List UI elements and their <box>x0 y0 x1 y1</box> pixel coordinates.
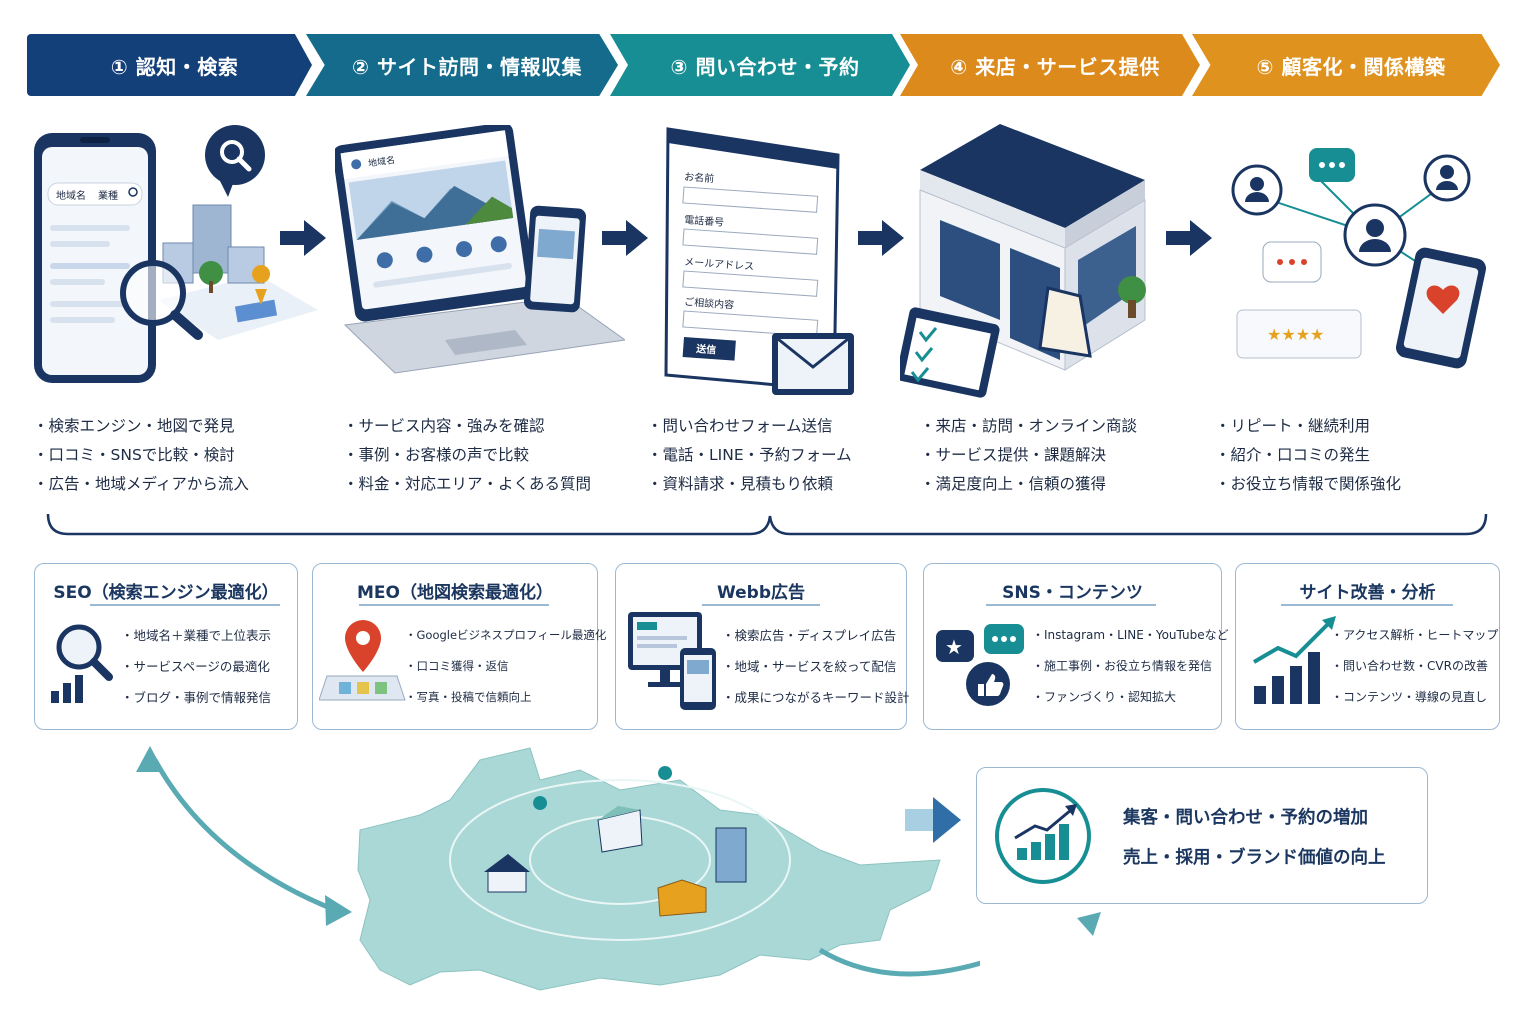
search-field-text-2: 業種 <box>98 189 118 202</box>
card-site-improvement: サイト改善・分析 アクセス解析・ヒートマップ 問い合わせ数・CVRの改善 コンテ… <box>1235 563 1500 730</box>
card-title: Webb広告 <box>716 583 805 603</box>
bullet-item: 紹介・口コミの発生 <box>1215 441 1401 470</box>
phone-search-illustration: 地域名 業種 <box>34 125 318 383</box>
card-sns: SNS・コンテンツ ★ Instagram・LINE・YouTubeなど 施工事… <box>923 563 1229 730</box>
bullets-step-3: 問い合わせフォーム送信 電話・LINE・予約フォーム 資料請求・見積もり依頼 <box>647 412 852 499</box>
flow-arrow-1-icon <box>280 220 326 256</box>
bullets-step-2: サービス内容・強みを確認 事例・お客様の声で比較 料金・対応エリア・よくある質問 <box>343 412 592 499</box>
social-bubbles-icon: ★ <box>936 624 1024 706</box>
laptop-website-illustration: 地域名 <box>335 125 625 374</box>
card-item: ブログ・事例で情報発信 <box>121 682 272 713</box>
card-item: コンテンツ・導線の見直し <box>1331 682 1498 713</box>
bullet-item: サービス内容・強みを確認 <box>343 412 591 441</box>
bullet-item: 口コミ・SNSで比較・検討 <box>33 441 249 470</box>
regional-map-illustration <box>136 746 980 991</box>
card-item: 施工事例・お役立ち情報を発信 <box>1032 651 1229 682</box>
magnifier-chart-icon <box>51 624 113 703</box>
search-field-text: 地域名 <box>56 189 86 202</box>
card-title: MEO（地図検索最適化） <box>357 583 553 603</box>
card-item: 地域名＋業種で上位表示 <box>121 620 272 651</box>
site-header-text: 地域名 <box>367 154 395 170</box>
bullets-step-5: リピート・継続利用 紹介・口コミの発生 お役立ち情報で関係強化 <box>1215 412 1402 499</box>
growth-circle-icon <box>995 788 1091 884</box>
card-item: 地域・サービスを絞って配信 <box>722 651 910 682</box>
card-item: 写真・投稿で信頼向上 <box>405 682 606 713</box>
step-2-site-visit: ② サイト訪問・情報収集 <box>306 34 618 96</box>
form-field-message: ご相談内容 <box>684 295 735 311</box>
card-seo: SEO（検索エンジン最適化） 地域名＋業種で上位表示 サービスページの最適化 ブ… <box>34 563 298 730</box>
bullets-step-4: 来店・訪問・オンライン商談 サービス提供・課題解決 満足度向上・信頼の獲得 <box>920 412 1138 499</box>
form-field-name: お名前 <box>684 170 715 185</box>
map-pin-icon <box>319 620 406 701</box>
bullet-item: サービス提供・課題解決 <box>920 441 1137 470</box>
card-item: 検索広告・ディスプレイ広告 <box>722 620 910 651</box>
inquiry-form-illustration: お名前 電話番号 メールアドレス ご相談内容 送信 <box>664 127 854 395</box>
card-item: Googleビジネスプロフィール最適化 <box>405 620 607 651</box>
step-5-retention: ⑤ 顧客化・関係構築 <box>1192 34 1500 96</box>
card-item: 成果につながるキーワード設計 <box>722 682 910 713</box>
grouping-brace <box>46 513 1488 536</box>
svg-text:★★★★: ★★★★ <box>1267 325 1324 344</box>
bullet-item: 満足度向上・信頼の獲得 <box>920 470 1137 499</box>
result-box: 集客・問い合わせ・予約の増加 売上・採用・ブランド価値の向上 <box>976 767 1428 904</box>
card-title: サイト改善・分析 <box>1299 583 1436 603</box>
bullet-item: 広告・地域メディアから流入 <box>33 470 249 499</box>
card-item: サービスページの最適化 <box>121 651 271 682</box>
bullet-item: お役立ち情報で関係強化 <box>1215 470 1402 499</box>
step-4-visit-service: ④ 来店・サービス提供 <box>900 34 1200 96</box>
bullet-item: 検索エンジン・地図で発見 <box>33 412 249 441</box>
card-item: ファンづくり・認知拡大 <box>1032 682 1229 713</box>
form-submit-label: 送信 <box>695 342 717 356</box>
bullet-item: 事例・お客様の声で比較 <box>343 441 591 470</box>
customer-network-illustration: ★★★★ <box>1231 148 1486 369</box>
storefront-illustration <box>900 124 1146 398</box>
flow-arrow-4-icon <box>1166 220 1212 256</box>
bullet-item: 電話・LINE・予約フォーム <box>647 441 852 470</box>
card-title: SEO（検索エンジン最適化） <box>53 583 279 603</box>
step-1-awareness: ① 認知・検索 <box>27 34 312 96</box>
card-meo: MEO（地図検索最適化） Googleビジネスプロフィール最適化 口コミ獲得・返… <box>312 563 606 730</box>
bullet-item: 問い合わせフォーム送信 <box>647 412 852 441</box>
bullet-item: 料金・対応エリア・よくある質問 <box>343 470 592 499</box>
bullet-item: 資料請求・見積もり依頼 <box>647 470 852 499</box>
step-3-inquiry: ③ 問い合わせ・予約 <box>610 34 910 96</box>
flow-arrow-2-icon <box>602 220 648 256</box>
monitor-ad-icon <box>628 612 716 710</box>
card-item: アクセス解析・ヒートマップ <box>1331 620 1498 651</box>
bullet-item: リピート・継続利用 <box>1215 412 1401 441</box>
card-title: SNS・コンテンツ <box>1002 583 1143 603</box>
bullets-step-1: 検索エンジン・地図で発見 口コミ・SNSで比較・検討 広告・地域メディアから流入 <box>33 412 249 499</box>
bullet-item: 来店・訪問・オンライン商談 <box>920 412 1138 441</box>
flow-arrow-3-icon <box>858 220 904 256</box>
form-field-phone: 電話番号 <box>684 213 725 229</box>
result-line-2: 売上・採用・ブランド価値の向上 <box>1123 848 1386 868</box>
card-item: 問い合わせ数・CVRの改善 <box>1331 651 1498 682</box>
card-web-ads: Webb広告 検索広告・ディスプレイ広告 地域・サービスを絞って配信 成果につな… <box>615 563 910 730</box>
result-arrow-icon <box>905 797 961 843</box>
svg-text:★: ★ <box>945 635 963 659</box>
card-item: Instagram・LINE・YouTubeなど <box>1032 620 1229 651</box>
result-line-1: 集客・問い合わせ・予約の増加 <box>1123 808 1368 828</box>
return-arrow-head-icon <box>1077 912 1101 936</box>
growth-chart-icon <box>1252 616 1336 704</box>
card-item: 口コミ獲得・返信 <box>405 651 606 682</box>
form-field-email: メールアドレス <box>684 257 755 273</box>
